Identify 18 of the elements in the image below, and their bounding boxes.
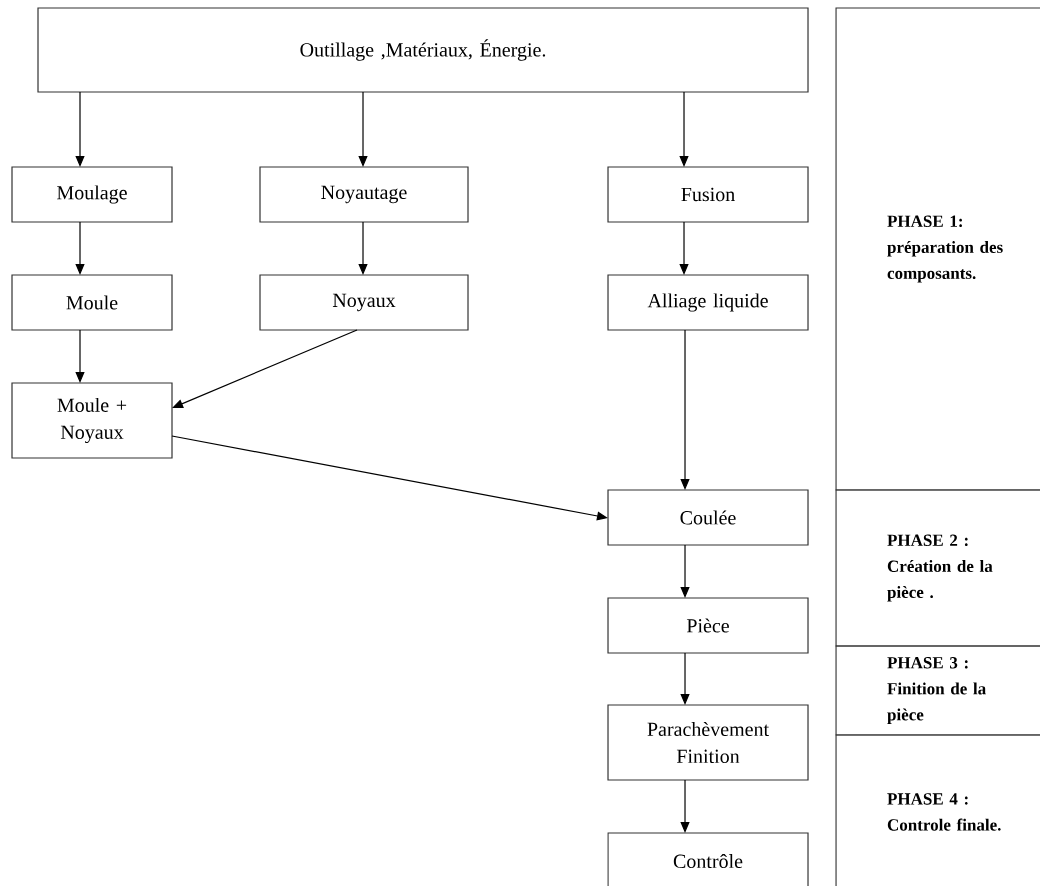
arrow: [172, 329, 358, 409]
process-box: Noyautage: [259, 166, 469, 223]
process-box: Fusion: [607, 166, 809, 223]
process-box: Parachèvement Finition: [607, 704, 809, 781]
process-box: Moulage: [11, 166, 173, 223]
process-box: Coulée: [607, 489, 809, 546]
phase-cell: PHASE 4 : Controle finale.: [835, 734, 1040, 886]
phase-cell: PHASE 1: préparation des composants.: [835, 7, 1040, 491]
phase-cell: PHASE 3 : Finition de la pièce: [835, 645, 1040, 736]
process-box: Noyaux: [259, 274, 469, 331]
phase-cell: PHASE 2 : Création de la pièce .: [835, 489, 1040, 647]
process-box: Outillage ,Matériaux, Énergie.: [37, 7, 809, 93]
arrow: [171, 435, 608, 521]
process-box: Alliage liquide: [607, 274, 809, 331]
process-box: Moule: [11, 274, 173, 331]
process-box: Moule + Noyaux: [11, 382, 173, 459]
process-box: Pièce: [607, 597, 809, 654]
process-box: Contrôle: [607, 832, 809, 886]
